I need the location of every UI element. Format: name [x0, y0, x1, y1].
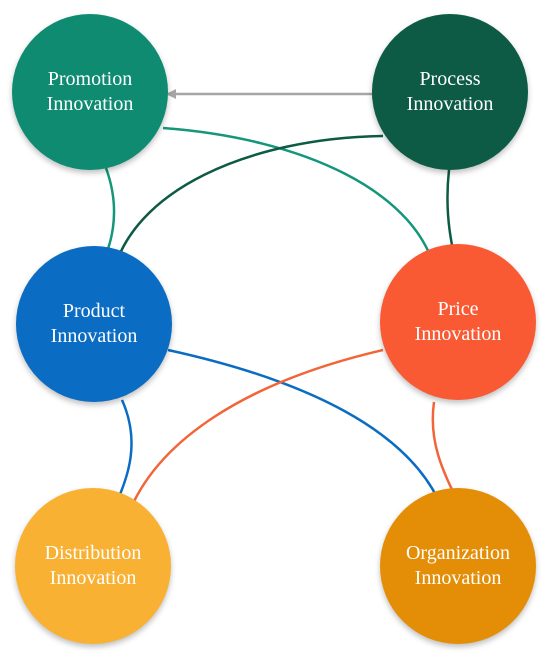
node-distribution-innovation: Distribution Innovation	[15, 488, 171, 644]
edge-price-distribution	[128, 348, 384, 512]
edge-promotion-price	[162, 126, 441, 280]
node-price-label-line1: Price	[437, 298, 479, 320]
node-price-label-line2: Innovation	[414, 323, 502, 345]
node-process-label-line2: Innovation	[406, 93, 494, 115]
node-process-label-line1: Process	[419, 68, 481, 90]
node-organization-label-line2: Innovation	[414, 567, 502, 589]
node-product-label-line2: Innovation	[50, 325, 138, 347]
node-process-innovation: Process Innovation	[372, 14, 528, 170]
node-promotion-innovation: Promotion Innovation	[12, 14, 168, 170]
node-promotion-label-line2: Innovation	[46, 93, 134, 115]
node-distribution-label-line2: Innovation	[49, 567, 137, 589]
node-organization-innovation: Organization Innovation	[380, 488, 536, 644]
node-distribution-label-line1: Distribution	[44, 542, 142, 564]
node-organization-label-line1: Organization	[405, 542, 511, 564]
node-product-innovation: Product Innovation	[16, 246, 172, 402]
node-promotion-label-line1: Promotion	[47, 68, 133, 90]
node-price-innovation: Price Innovation	[380, 244, 536, 400]
node-product-label-line1: Product	[62, 300, 126, 322]
edge-product-organization	[167, 348, 444, 510]
edge-process-product	[108, 134, 384, 280]
